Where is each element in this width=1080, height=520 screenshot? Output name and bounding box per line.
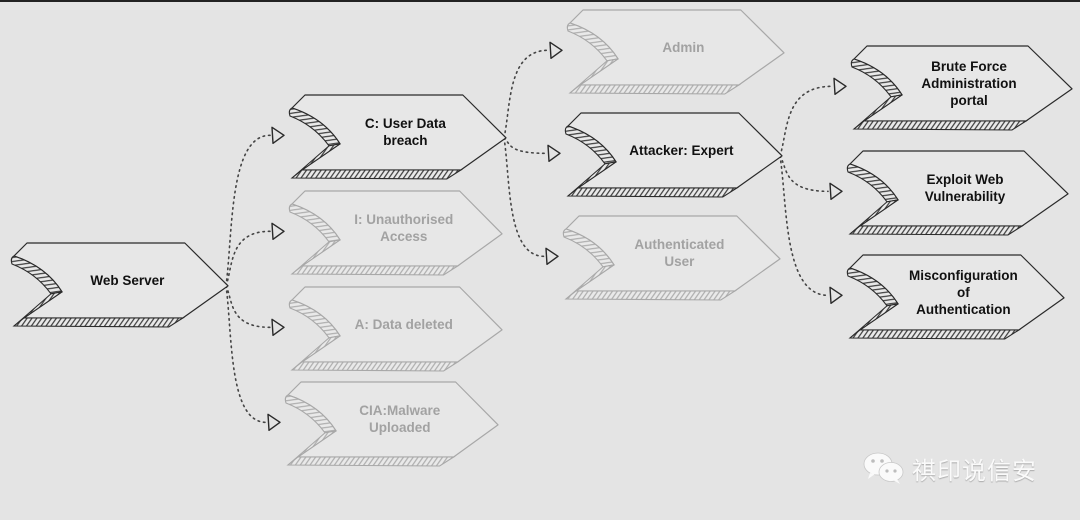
node-label-a-data-deleted[interactable]: A: Data deleted <box>354 316 453 332</box>
arrowhead-icon <box>271 222 285 241</box>
node-bottom-band <box>290 169 463 180</box>
arrowhead-icon <box>829 286 843 305</box>
node-bottom-band <box>848 225 1024 236</box>
node-brute-force-admin-portal[interactable] <box>850 45 1073 131</box>
edge-web-server-to-i-unauthorised-access <box>225 230 271 287</box>
node-label-cia-malware-uploaded[interactable]: CIA:Malware Uploaded <box>359 403 441 435</box>
watermark: 祺印说信安 <box>862 450 1037 486</box>
node-exploit-web-vulnerability[interactable] <box>846 150 1069 236</box>
node-label-exploit-web-vulnerability[interactable]: Exploit Web Vulnerability <box>924 172 1006 204</box>
arrowhead-icon <box>549 41 563 60</box>
node-bottom-band <box>12 317 185 328</box>
node-label-c-user-data-breach[interactable]: C: User Data breach <box>364 116 446 148</box>
node-label-admin[interactable]: Admin <box>662 39 705 55</box>
node-admin[interactable] <box>566 9 785 95</box>
node-bottom-band <box>290 265 460 276</box>
arrowhead-icon <box>833 77 847 96</box>
edge-c-user-data-breach-to-authenticated-user <box>503 137 545 258</box>
node-attacker-expert[interactable] <box>564 112 783 198</box>
node-bottom-band <box>566 187 739 198</box>
arrowhead-icon <box>545 247 559 266</box>
node-label-brute-force-admin-portal[interactable]: Brute Force Administration portal <box>921 58 1017 108</box>
node-label-attacker-expert[interactable]: Attacker: Expert <box>629 142 734 158</box>
arrowhead-icon <box>547 144 561 163</box>
arrowhead-icon <box>267 413 281 432</box>
watermark-text: 祺印说信安 <box>912 456 1037 485</box>
node-bottom-band <box>568 84 741 95</box>
node-a-data-deleted[interactable] <box>288 286 503 372</box>
wechat-icon <box>863 452 904 484</box>
node-c-user-data-breach[interactable] <box>288 94 507 180</box>
node-left-band <box>284 394 337 434</box>
arrowhead-icon <box>271 318 285 337</box>
node-left-band <box>562 228 615 268</box>
node-bottom-band <box>852 120 1028 131</box>
edge-attacker-expert-to-brute-force-admin-portal <box>779 85 833 157</box>
node-left-band <box>564 125 617 165</box>
edge-c-user-data-breach-to-admin <box>503 49 549 139</box>
edge-c-user-data-breach-to-attacker-expert <box>503 137 547 155</box>
node-web-server[interactable] <box>10 242 229 328</box>
edge-attacker-expert-to-exploit-web-vulnerability <box>779 155 829 193</box>
node-left-band <box>10 255 63 295</box>
node-left-band <box>288 107 341 147</box>
node-label-web-server[interactable]: Web Server <box>90 272 165 288</box>
nodes-layer <box>10 9 1073 467</box>
top-border <box>0 0 1080 2</box>
node-left-band <box>288 203 341 243</box>
node-bottom-band <box>286 456 456 467</box>
edge-web-server-to-c-user-data-breach <box>225 134 271 287</box>
node-cia-malware-uploaded[interactable] <box>284 381 499 467</box>
node-bottom-band <box>848 329 1021 340</box>
arrowhead-icon <box>271 126 285 145</box>
node-left-band <box>846 267 899 307</box>
node-authenticated-user[interactable] <box>562 215 781 301</box>
edge-web-server-to-a-data-deleted <box>225 285 271 329</box>
node-label-authenticated-user[interactable]: Authenticated User <box>634 237 725 269</box>
arrowhead-icon <box>829 182 843 201</box>
node-left-band <box>288 299 341 339</box>
node-i-unauthorised-access[interactable] <box>288 190 503 276</box>
edges-layer <box>225 41 847 432</box>
node-bottom-band <box>564 290 737 301</box>
node-label-i-unauthorised-access[interactable]: I: Unauthorised Access <box>354 212 454 244</box>
node-bottom-band <box>290 361 460 372</box>
node-left-band <box>846 163 899 203</box>
edge-attacker-expert-to-misconfiguration-of-authentication <box>779 155 829 297</box>
node-label-misconfiguration-of-authentication[interactable]: Misconfiguration of Authentication <box>909 267 1018 317</box>
node-left-band <box>850 58 903 98</box>
node-left-band <box>566 22 619 62</box>
edge-web-server-to-cia-malware-uploaded <box>225 285 267 424</box>
node-misconfiguration-of-authentication[interactable] <box>846 254 1065 340</box>
